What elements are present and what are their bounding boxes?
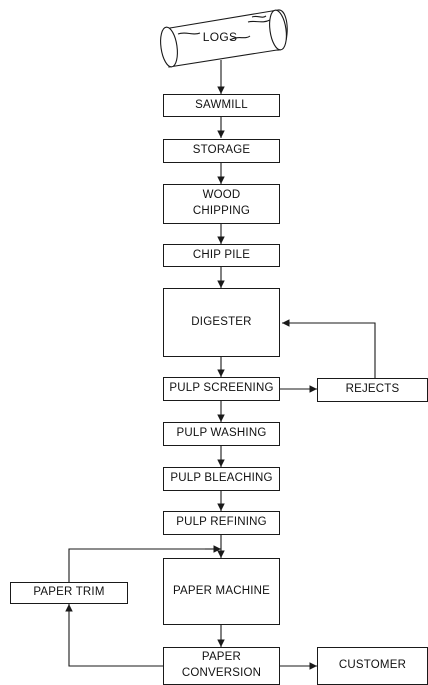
- chip-pile-box: CHIP PILE: [163, 244, 280, 267]
- logs-cylinder: [160, 9, 288, 68]
- customer-box: CUSTOMER: [317, 647, 428, 685]
- connector-lines: [65, 60, 376, 670]
- rejects-box: REJECTS: [317, 378, 428, 402]
- paper-trim-box: PAPER TRIM: [10, 582, 128, 604]
- paper-conversion-box: PAPER CONVERSION: [163, 647, 280, 685]
- wood-chipping-box: WOOD CHIPPING: [163, 184, 280, 224]
- paper-machine-box: PAPER MACHINE: [163, 558, 280, 625]
- pulp-washing-box: PULP WASHING: [163, 422, 280, 446]
- pulp-refining-box: PULP REFINING: [163, 511, 280, 535]
- pulp-bleaching-box: PULP BLEACHING: [163, 467, 280, 491]
- logs-label: LOGS: [202, 30, 238, 44]
- sawmill-box: SAWMILL: [163, 94, 280, 117]
- pulp-screening-box: PULP SCREENING: [163, 377, 280, 401]
- digester-box: DIGESTER: [163, 288, 280, 357]
- storage-box: STORAGE: [163, 139, 280, 163]
